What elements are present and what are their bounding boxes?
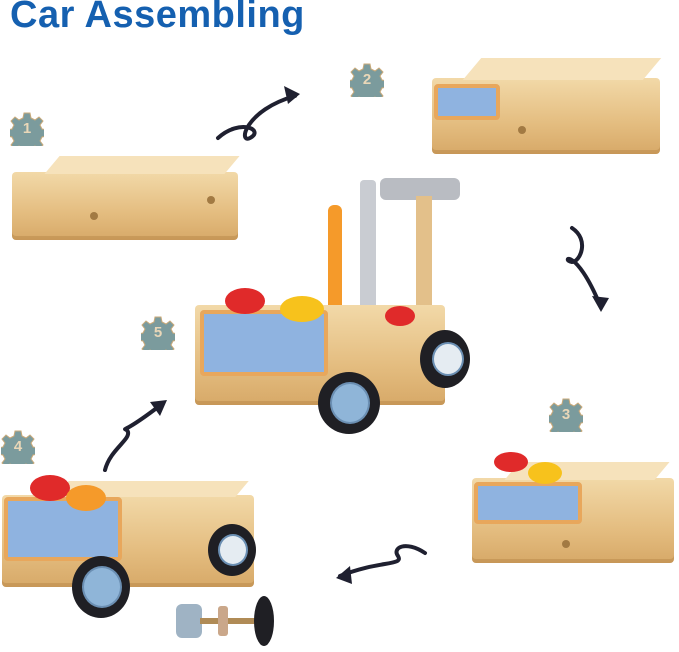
arrow-3-to-4: [338, 544, 427, 578]
step-3-gear-icon: 3: [549, 398, 583, 432]
arrow-2-to-3: [565, 226, 602, 307]
wooden-block-with-wheels: [2, 475, 254, 587]
wooden-block-with-cab: [432, 58, 662, 154]
step-5-gear-icon: 5: [141, 316, 175, 350]
arrow-1-to-2: [216, 94, 297, 141]
wooden-block-with-knobs: [472, 452, 674, 563]
step-1-gear-icon: 1: [10, 112, 44, 146]
step-2-gear-icon: 2: [350, 63, 384, 97]
wooden-base-block: [12, 156, 240, 240]
arrow-4-to-5: [103, 402, 164, 472]
step-4-gear-icon: 4: [1, 430, 35, 464]
page-title: Car Assembling: [10, 0, 305, 36]
